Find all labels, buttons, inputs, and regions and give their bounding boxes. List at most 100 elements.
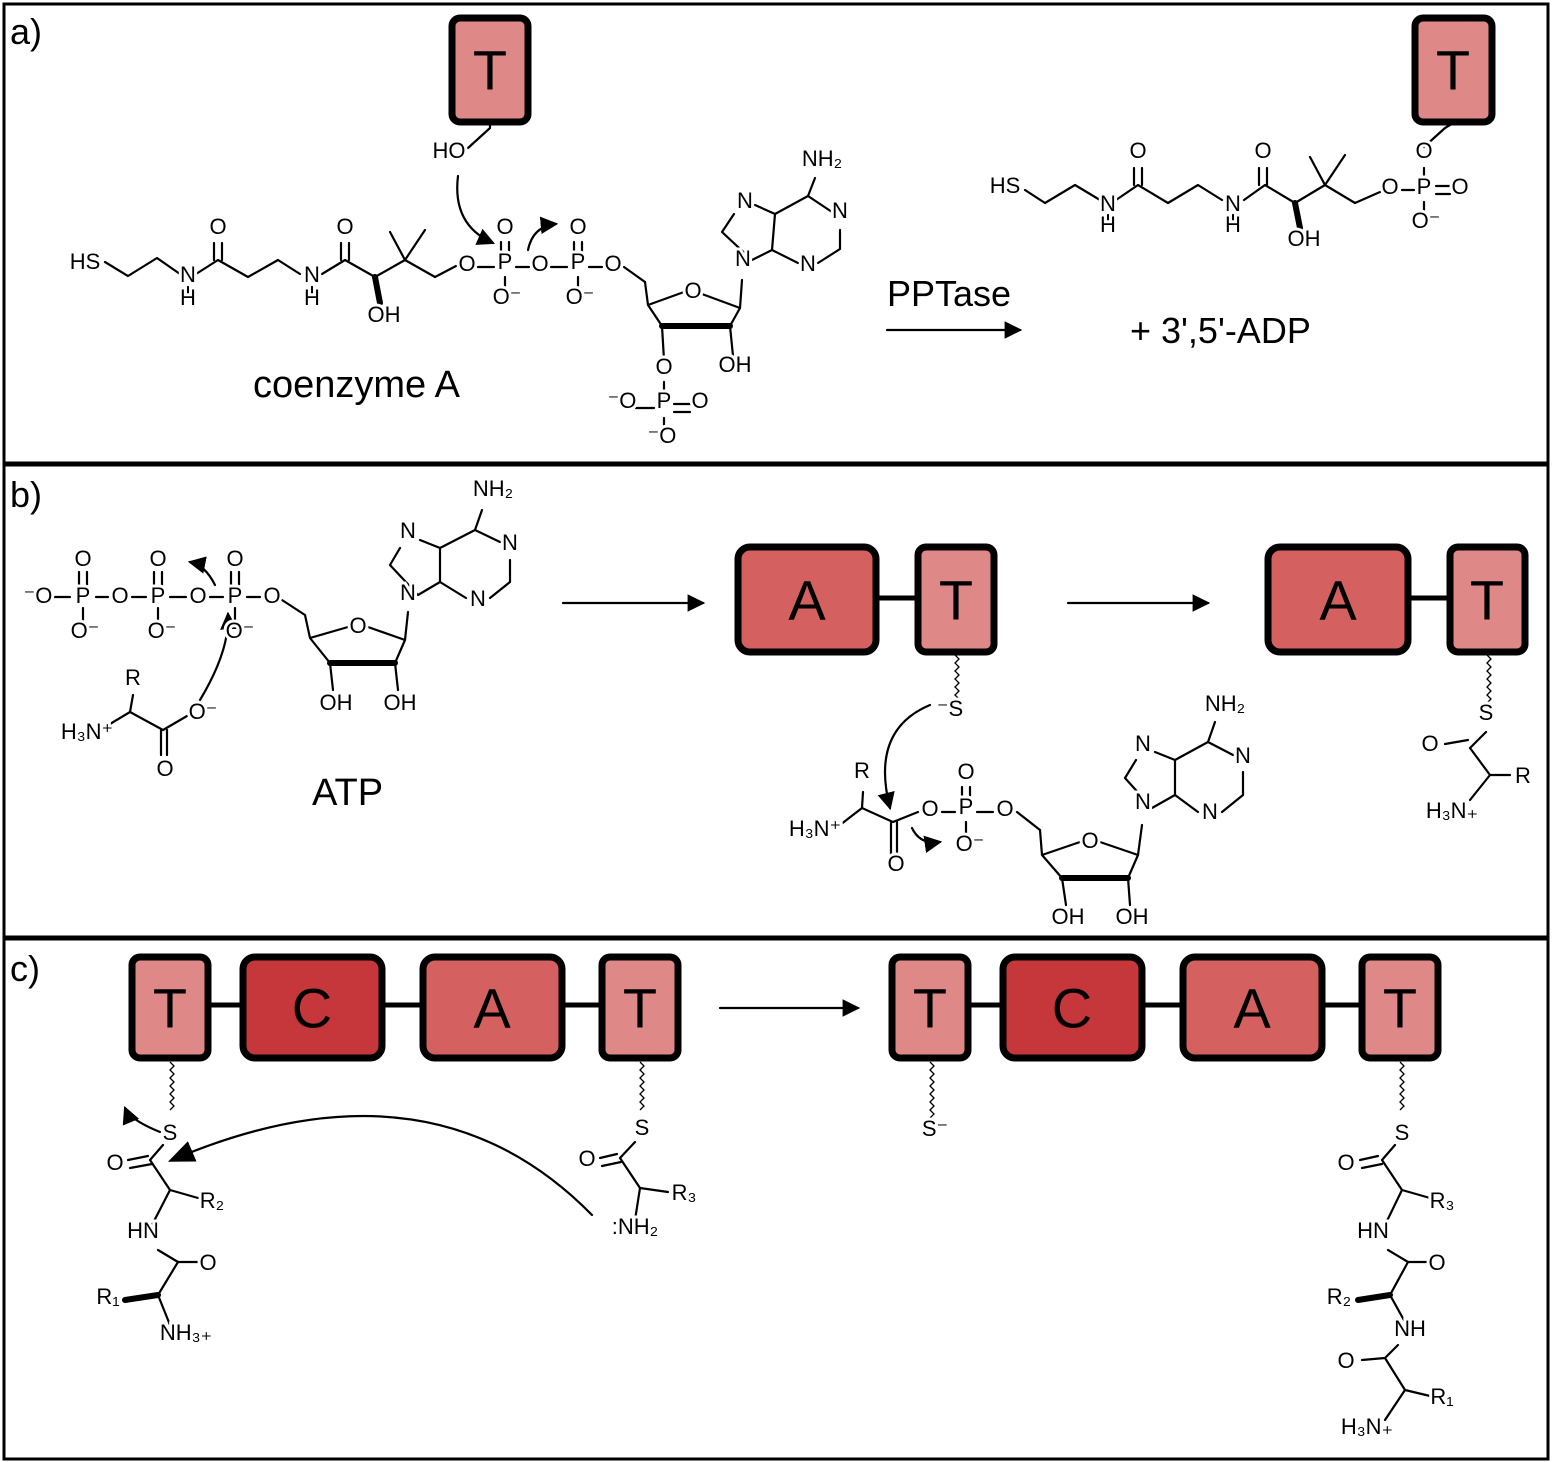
atom-label: N (304, 262, 320, 287)
atom-label: R (1515, 763, 1531, 788)
domain-letter: A (788, 569, 826, 632)
atom-label: P (228, 583, 243, 608)
domain-letter: T (153, 977, 187, 1040)
atom-label: P (76, 583, 91, 608)
atom-label: N (180, 262, 196, 287)
atom-label: O (226, 546, 243, 571)
domain-letter: T (473, 39, 507, 102)
t-domain (128, 953, 212, 1062)
domain-letter: T (939, 569, 973, 632)
atom-label: NH₂ (1205, 691, 1245, 716)
panel-b-label: b) (10, 474, 42, 515)
atom-label: R₁ (96, 1284, 119, 1309)
atom-label: N (1225, 191, 1241, 216)
atom-label: O (1337, 1150, 1354, 1175)
atom-label: R₂ (1327, 1284, 1351, 1309)
atom-label: N (400, 518, 416, 543)
domain-letter: A (1233, 977, 1271, 1040)
curved-arrow (526, 216, 559, 252)
atp-atoms: ⁻O P O O⁻ O P O O⁻ O P O O⁻ O O OH OH N … (21, 473, 521, 784)
atom-label: O⁻ (956, 831, 985, 856)
atom-label: P (959, 794, 974, 819)
atom-label: O (691, 388, 708, 413)
atom-label: S (635, 1115, 650, 1140)
atom-label: O (655, 354, 672, 379)
atom-label: N (737, 188, 753, 213)
t-domain (1446, 543, 1529, 656)
atom-label: R₂ (200, 1188, 224, 1213)
atom-label: N (735, 246, 751, 271)
pptase-label: PPTase (887, 273, 1011, 314)
atom-label: P (151, 583, 166, 608)
atom-label: O (996, 796, 1013, 821)
panel-a-atoms: HS N H O N H O OH HO O P O O⁻ O P O O⁻ O… (67, 135, 1472, 451)
domain-letter: A (473, 977, 511, 1040)
atom-label: O (1337, 1348, 1354, 1373)
a-domain (1264, 543, 1412, 656)
atom-label: ⁻O (608, 388, 637, 413)
atom-label: N (1235, 743, 1251, 768)
panel-b-border (2, 463, 1550, 939)
atom-label: O⁻ (493, 284, 522, 309)
atom-label: ⁻O (24, 583, 53, 608)
a-domain (1179, 953, 1326, 1062)
panel-b: b) ⁻O P O O⁻ O P O O⁻ O P O O⁻ O O (2, 463, 1550, 939)
atom-label: O (1415, 138, 1432, 163)
atom-label: O⁻ (566, 284, 595, 309)
atom-label: P (657, 388, 672, 413)
atom-label: R (125, 665, 141, 690)
atom-label: O (1129, 138, 1146, 163)
atom-label: R₃ (672, 1180, 697, 1205)
atom-label: OH (1052, 904, 1085, 929)
atom-label: N (1202, 799, 1218, 824)
atom-label: O (209, 214, 226, 239)
atom-label: O (1428, 1250, 1445, 1275)
tcat-module-left: T C A T (128, 953, 682, 1062)
atom-label: ⁻S (937, 696, 963, 721)
atom-label: O (1254, 138, 1271, 163)
atom-label: H₃N⁺ (789, 816, 841, 841)
panel-c-label: c) (10, 948, 40, 989)
panel-a: a) T T (2, 2, 1550, 465)
atom-label: H (1100, 212, 1116, 237)
atom-label: NH₂ (802, 146, 842, 171)
atom-label: O (74, 546, 91, 571)
atom-label: O (336, 214, 353, 239)
atom-label: O⁻ (226, 618, 255, 643)
atom-label: H₃N⁺ (61, 719, 113, 744)
panel-a-label: a) (10, 11, 42, 52)
at-didomain-middle: A T (734, 543, 998, 656)
atom-label: :NH₂ (612, 1214, 658, 1239)
domain-letter: A (1319, 569, 1357, 632)
t-domain-a-right: T (1411, 14, 1496, 126)
atom-label: HN (1357, 1218, 1389, 1243)
atom-label: NH₂ (473, 476, 513, 501)
product-label: + 3',5'-ADP (1130, 310, 1311, 351)
atom-label: P (1417, 174, 1432, 199)
atom-label: OH (1116, 904, 1149, 929)
atom-label: O (578, 1146, 595, 1171)
c-domain (239, 953, 386, 1062)
at-didomain-right: A T (1264, 543, 1529, 656)
atom-label: OH (384, 690, 417, 715)
atom-label: O (458, 251, 475, 276)
atom-label: S⁻ (922, 1116, 948, 1141)
atom-label: R₁ (1430, 1384, 1453, 1409)
atom-label: H (180, 285, 196, 310)
t-domain-a-left: T (448, 14, 532, 126)
atom-label: O (1451, 174, 1468, 199)
atom-label: N (470, 586, 486, 611)
t-domain (598, 953, 682, 1062)
panel-c-border (2, 937, 1550, 1461)
atom-label: O⁻ (71, 618, 100, 643)
atom-label: O (189, 583, 206, 608)
atom-label: NH₃₊ (160, 1320, 212, 1345)
a-domain (734, 543, 880, 656)
atom-label: O⁻ (1412, 208, 1441, 233)
atom-label: O (349, 613, 366, 638)
atom-label: O (106, 1150, 123, 1175)
aminoacyl-amp-bonds (838, 654, 1512, 907)
atom-label: O (921, 796, 938, 821)
c-domain (999, 953, 1146, 1062)
